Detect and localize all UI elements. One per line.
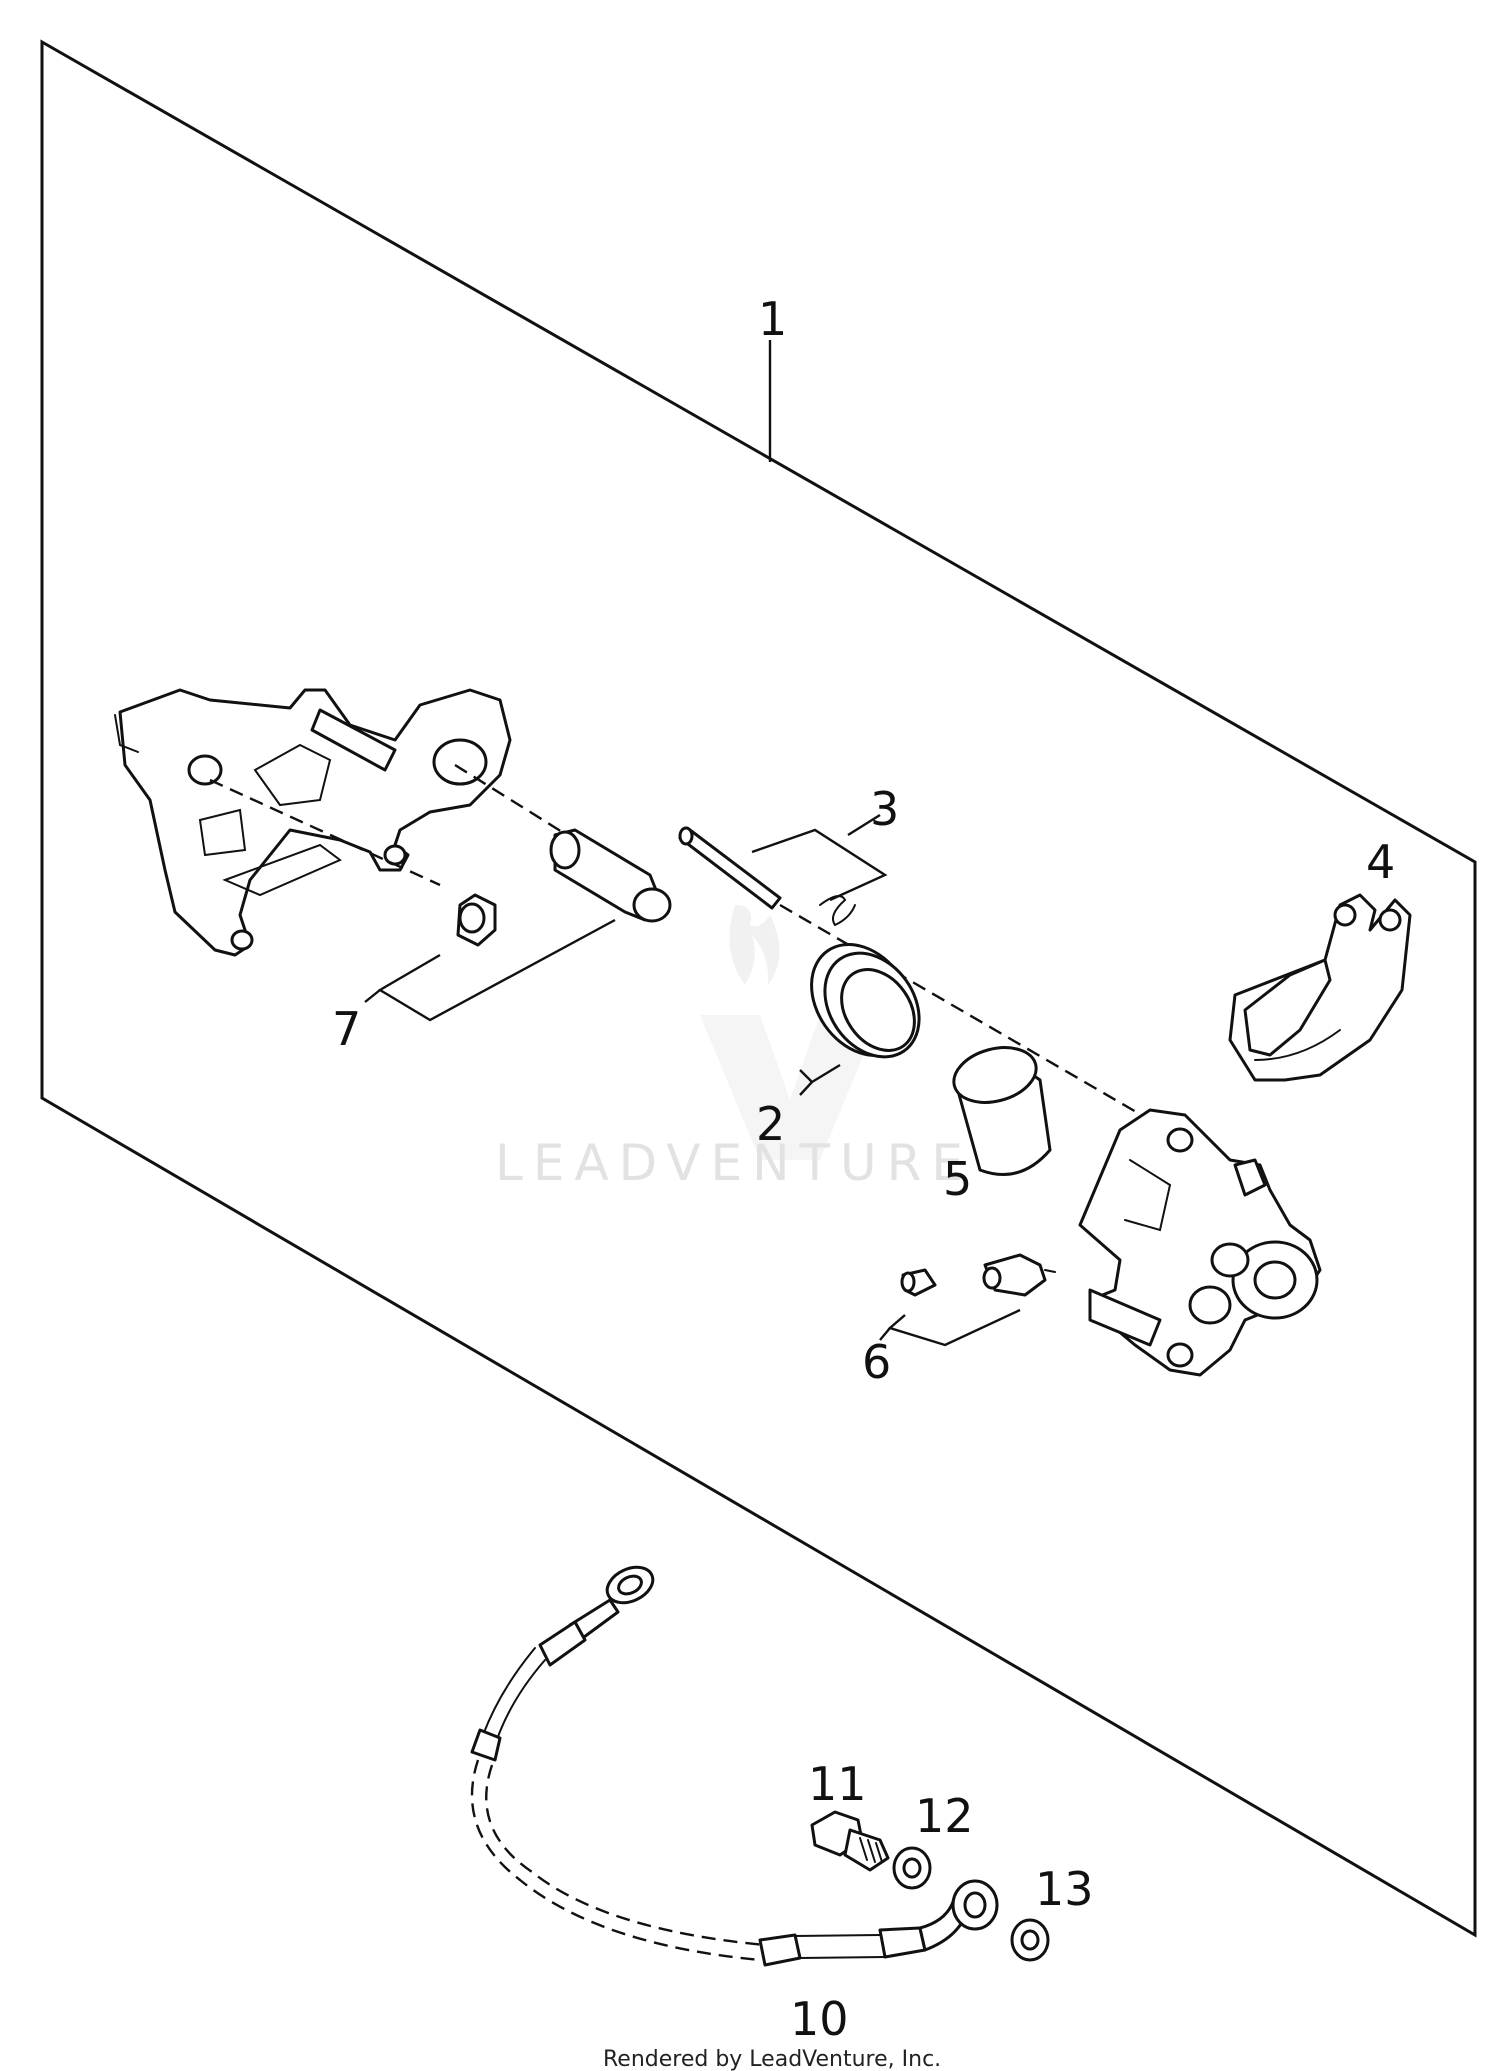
caliper-body-icon [1078,1108,1322,1377]
callout-2: 2 [756,1097,785,1151]
pad-pin-icon [678,826,856,927]
banjo-bolt-icon [810,1810,890,1872]
washer-13-icon [1010,1918,1050,1962]
kit-panel-outline [40,39,1477,1938]
watermark-text: LEADVENTURE [495,1134,973,1192]
piston-seal-icon [810,942,921,1059]
brake-pads-icon [1228,893,1412,1082]
leader-line-6-tail [879,1327,891,1341]
callout-5: 5 [943,1152,972,1206]
callout-10: 10 [790,1992,849,2046]
callout-7: 7 [332,1002,361,1056]
watermark-logo-icon [700,905,880,1160]
callout-11: 11 [808,1757,867,1811]
callout-1: 1 [758,292,787,346]
leader-line-7 [377,918,616,1022]
footer-credit: Rendered by LeadVenture, Inc. [603,2047,941,2071]
axis-line-3 [779,903,1151,1122]
brake-hose-icon [470,1565,999,1967]
washer-12-icon [892,1846,932,1890]
axis-line-7 [454,763,576,842]
callout-6: 6 [862,1335,891,1389]
axis-line-7b [209,778,441,887]
caliper-bracket-icon [114,688,512,957]
callout-12: 12 [915,1789,974,1843]
callout-4: 4 [1366,835,1395,889]
guide-pin-icon [456,828,672,947]
leader-line-2-tail [799,1081,813,1096]
leader-line-3-tail [847,813,881,837]
callout-3: 3 [870,782,899,836]
leader-line-7-tail [364,989,381,1003]
leader-line-6 [887,1308,1021,1347]
callout-13: 13 [1035,1862,1094,1916]
leader-line-3 [751,828,888,902]
piston-icon [952,1046,1052,1176]
bleeder-screw-icon [900,1253,1056,1297]
